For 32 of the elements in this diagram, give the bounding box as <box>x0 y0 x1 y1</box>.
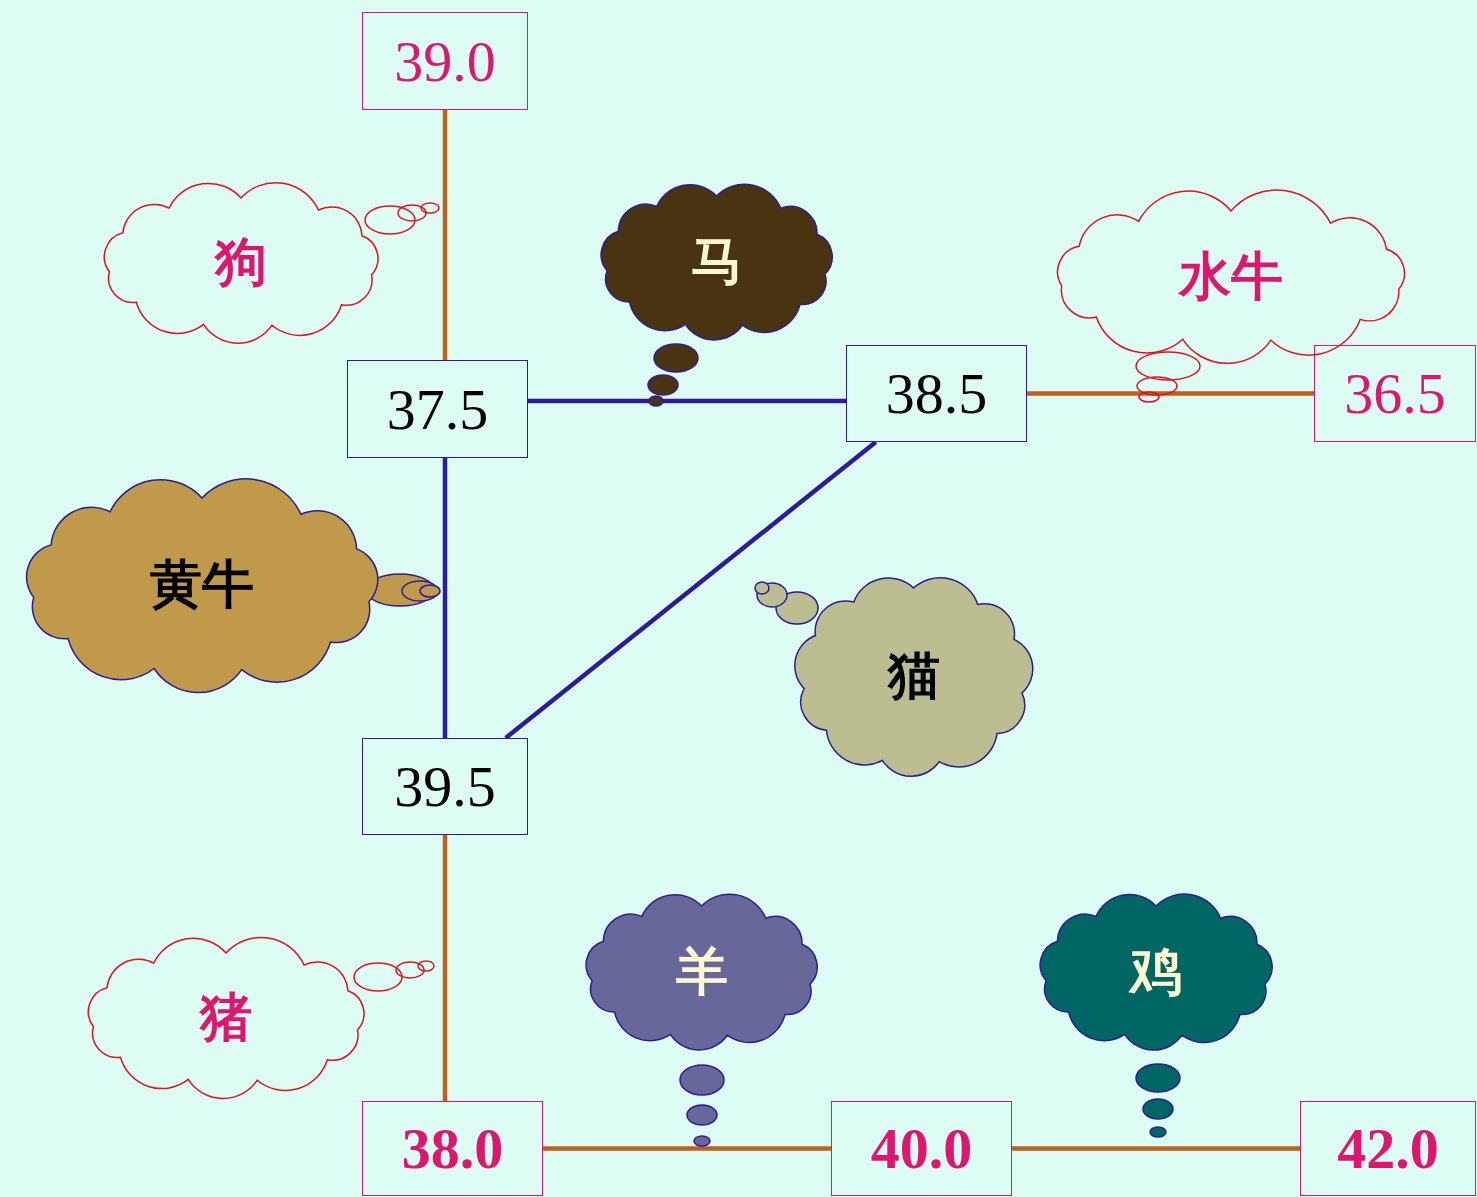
connector-line <box>442 110 448 360</box>
temperature-value: 38.5 <box>885 360 988 427</box>
connector-line <box>504 440 878 740</box>
value-box <box>362 738 528 835</box>
temperature-value: 39.0 <box>394 27 496 95</box>
connector-line <box>442 835 448 1101</box>
value-box <box>831 1101 1012 1196</box>
animal-name: 猫 <box>887 644 940 707</box>
animal-name: 黄牛 <box>150 553 254 616</box>
value-box <box>347 360 528 458</box>
temperature-value: 42.0 <box>1337 1115 1439 1182</box>
value-box <box>1314 345 1476 442</box>
animal-name: 狗 <box>215 230 267 294</box>
temperature-value: 38.0 <box>401 1115 504 1182</box>
animal-name: 马 <box>690 229 743 293</box>
value-box <box>362 1101 543 1196</box>
connector-line <box>442 458 448 738</box>
value-box <box>846 345 1027 442</box>
temperature-value: 40.0 <box>870 1115 973 1182</box>
connector-line <box>1012 1146 1300 1151</box>
connector-line <box>528 398 846 404</box>
value-box <box>1300 1101 1476 1196</box>
connector-line <box>1027 391 1314 396</box>
animal-name: 猪 <box>200 985 252 1049</box>
temperature-value: 37.5 <box>386 375 489 443</box>
temperature-value: 36.5 <box>1344 360 1446 427</box>
animal-name: 鸡 <box>1130 939 1182 1003</box>
animal-name: 水牛 <box>1179 244 1283 308</box>
value-box <box>362 12 528 110</box>
animal-name: 羊 <box>675 939 728 1003</box>
temperature-value: 39.5 <box>394 753 496 820</box>
connector-line <box>543 1146 831 1151</box>
